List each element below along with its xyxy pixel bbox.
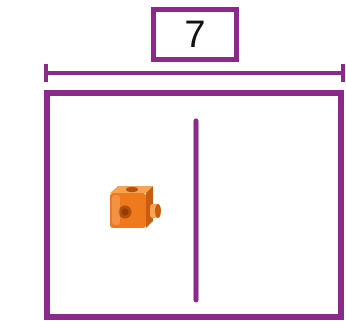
cube-side-peg-end bbox=[155, 204, 161, 218]
total-value: 7 bbox=[184, 16, 205, 54]
left-part bbox=[110, 186, 161, 228]
cube-top-hole bbox=[126, 187, 138, 192]
cube-front-hole-inner bbox=[122, 209, 129, 216]
total-label: 7 bbox=[151, 7, 239, 62]
orange-connecting-cube-icon bbox=[110, 186, 161, 228]
cube-highlight bbox=[112, 195, 120, 225]
